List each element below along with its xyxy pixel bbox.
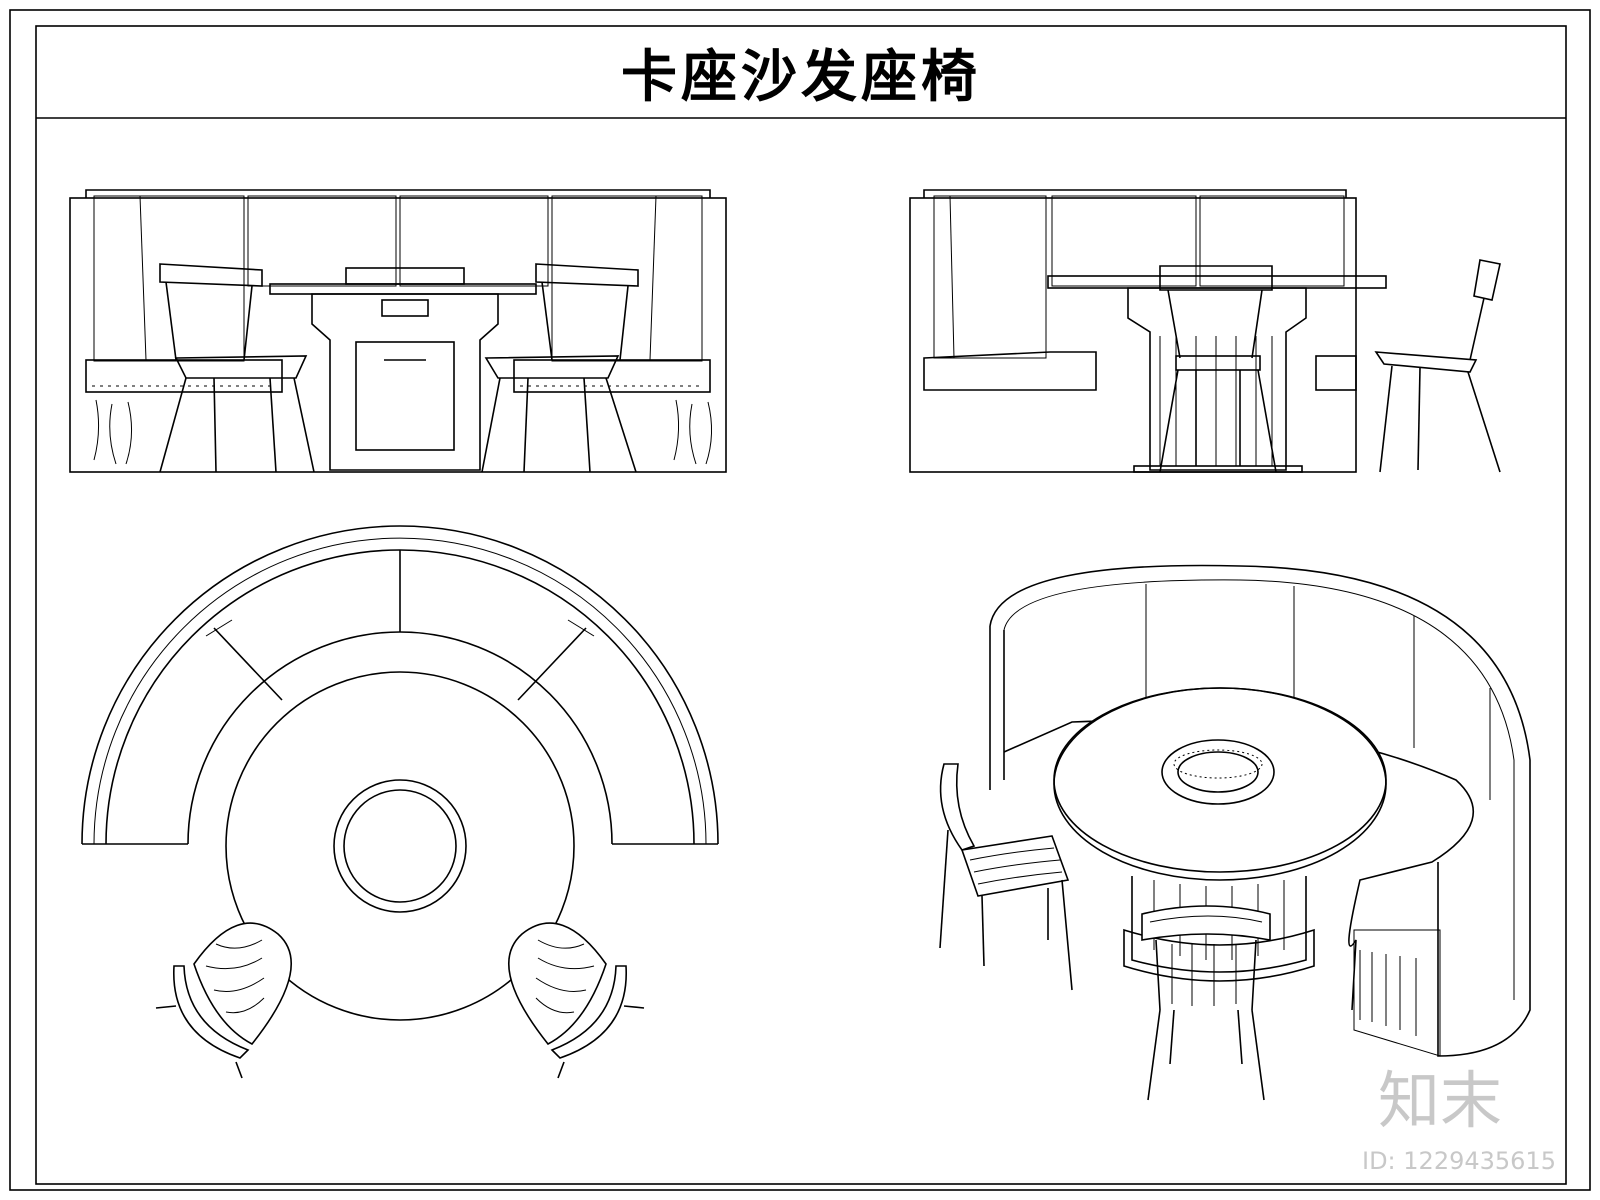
front-elevation-view: [69, 189, 727, 473]
front-seat-cushions: [85, 359, 711, 393]
plan-right-chair: [508, 922, 645, 1079]
front-grill-cabinet: [311, 267, 499, 471]
brand-watermark: 知末: [1378, 1064, 1503, 1137]
perspective-booth-back: [989, 564, 1531, 1057]
outer-frame: [9, 9, 1591, 1191]
front-back-cushions: [93, 195, 703, 362]
inner-frame: [35, 25, 1567, 1185]
front-right-chair: [481, 263, 639, 473]
perspective-view: [939, 564, 1531, 1101]
perspective-left-chair: [939, 763, 1073, 991]
drawing-title: 卡座沙发座椅: [621, 44, 981, 110]
perspective-front-chair: [1141, 905, 1271, 1101]
image-id-label: ID: 1229435615: [1362, 1147, 1556, 1175]
side-profile-chair: [1374, 259, 1501, 473]
side-table-pedestal: [1127, 287, 1307, 473]
side-back-cushions: [933, 195, 1345, 359]
plan-booth-seat-arc: [187, 631, 613, 845]
side-booth-outline: [909, 197, 1357, 473]
plan-grill-inner-ring: [343, 789, 457, 903]
front-booth-outline: [69, 197, 727, 473]
plan-round-table: [225, 671, 575, 1021]
plan-view: [81, 525, 719, 1079]
side-front-chair: [1159, 265, 1277, 473]
side-seat-cushions: [923, 351, 1357, 391]
side-elevation-view: [909, 189, 1501, 473]
plan-seat-dividers: [205, 550, 595, 701]
plan-booth-outer-arc: [81, 525, 719, 845]
side-back-top-rail: [923, 189, 1347, 198]
front-base-grain: [93, 399, 712, 465]
front-back-top-rail: [85, 189, 711, 198]
perspective-back-panels: [1145, 584, 1491, 800]
perspective-grill-ring: [1161, 739, 1275, 805]
front-left-chair: [159, 263, 315, 473]
front-control-panel: [381, 299, 429, 317]
plan-grill-outer-ring: [333, 779, 467, 913]
plan-left-chair: [155, 922, 292, 1079]
front-cabinet-door: [355, 341, 455, 451]
